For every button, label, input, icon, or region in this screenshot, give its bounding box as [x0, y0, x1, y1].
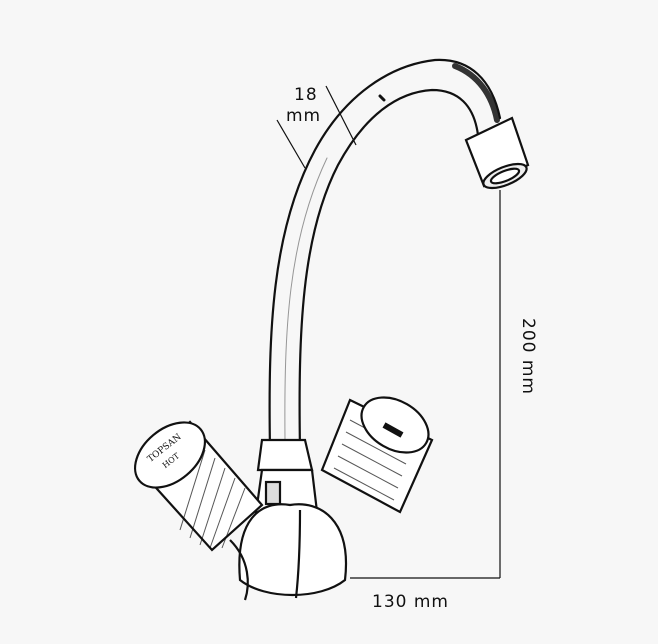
left-handle [133, 420, 264, 601]
dim-line-18-left [276, 119, 306, 169]
spout-pipe [268, 58, 502, 452]
dim-line-18-right [325, 85, 357, 146]
faucet-body [238, 438, 348, 599]
pipe-diameter-unit: mm [286, 106, 322, 126]
base-width-dimension-label: 130 mm [372, 592, 449, 612]
aerator [464, 116, 530, 190]
right-handle [320, 396, 434, 514]
height-dimension-label: 200 mm [518, 318, 538, 395]
dimension-lines [276, 85, 501, 579]
pipe-diameter-value: 18 [294, 85, 318, 105]
